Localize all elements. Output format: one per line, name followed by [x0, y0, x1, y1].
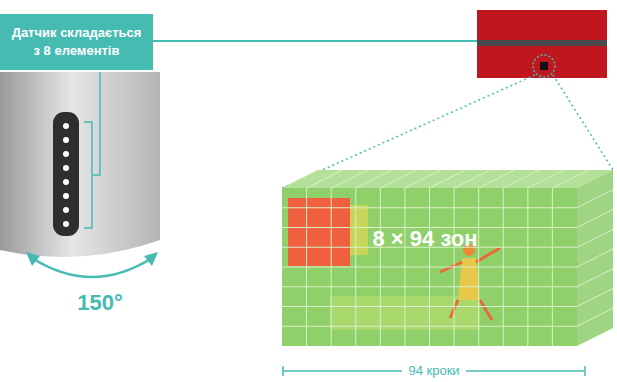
zone-grid — [282, 170, 613, 346]
dimension-label: 94 кроки — [402, 363, 465, 378]
heat-limbs — [440, 248, 500, 320]
callout-text: Датчик складається з 8 елементів — [8, 24, 145, 59]
bracket — [84, 72, 100, 228]
arrowhead — [144, 252, 158, 266]
air-conditioner — [477, 10, 607, 78]
arrowhead — [26, 252, 40, 266]
sensor-photo — [0, 72, 160, 257]
sensor-elements — [63, 123, 69, 227]
grid-lines — [282, 170, 613, 346]
angle-arc — [32, 258, 152, 277]
dimension-tick — [282, 366, 284, 376]
callout-box: Датчик складається з 8 елементів — [0, 14, 153, 70]
heat-person — [458, 258, 480, 300]
dimension-tick — [584, 366, 586, 376]
leader-line — [153, 40, 477, 42]
zoom-circle — [533, 55, 555, 77]
zone-count: 8 × 94 зон — [372, 226, 477, 252]
angle-label: 150° — [77, 290, 123, 316]
zoom-line — [553, 75, 613, 170]
sensor-slot — [53, 112, 79, 236]
sensor-square — [540, 62, 548, 70]
unit-band — [477, 40, 607, 46]
